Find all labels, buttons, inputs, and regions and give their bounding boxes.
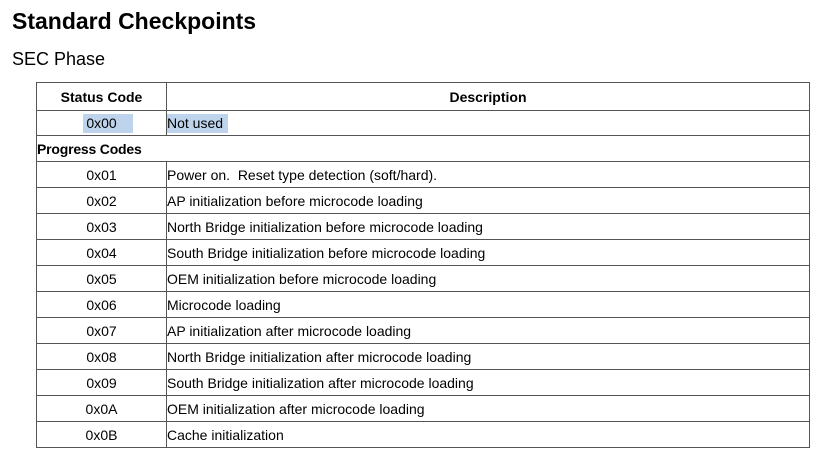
table-row: 0x01 Power on. Reset type detection (sof… [36, 161, 810, 188]
status-code-cell: 0x09 [36, 369, 167, 396]
description-cell: Cache initialization [166, 421, 810, 448]
selected-text-description: Not used [167, 113, 229, 133]
page-title: Standard Checkpoints [12, 8, 257, 34]
status-code-cell: 0x02 [36, 187, 167, 214]
description-cell: AP initialization before microcode loadi… [166, 187, 810, 214]
description-cell: Not used [166, 110, 810, 136]
status-code-cell: 0x0B [36, 421, 167, 448]
table-row: 0x02 AP initialization before microcode … [36, 187, 810, 214]
status-code-cell: 0x07 [36, 317, 167, 344]
description-cell: North Bridge initialization before micro… [166, 213, 810, 240]
table-section-row: Progress Codes [36, 135, 810, 162]
status-code-cell: 0x01 [36, 161, 167, 188]
table-row: 0x06 Microcode loading [36, 291, 810, 318]
status-code-cell: 0x04 [36, 239, 167, 266]
table-row: 0x0A OEM initialization after microcode … [36, 395, 810, 422]
table-row: 0x05 OEM initialization before microcode… [36, 265, 810, 292]
section-subtitle: SEC Phase [12, 49, 106, 69]
status-code-cell: 0x06 [36, 291, 167, 318]
status-code-cell: 0x00 [36, 110, 167, 136]
table-row: 0x08 North Bridge initialization after m… [36, 343, 810, 370]
description-cell: South Bridge initialization before micro… [166, 239, 810, 266]
status-code-cell: 0x0A [36, 395, 167, 422]
status-code-cell: 0x08 [36, 343, 167, 370]
status-code-cell: 0x05 [36, 265, 167, 292]
description-cell: Microcode loading [166, 291, 810, 318]
description-cell: South Bridge initialization after microc… [166, 369, 810, 396]
table-row: 0x09 South Bridge initialization after m… [36, 369, 810, 396]
description-cell: OEM initialization after microcode loadi… [166, 395, 810, 422]
status-code-cell: 0x03 [36, 213, 167, 240]
description-cell: OEM initialization before microcode load… [166, 265, 810, 292]
checkpoints-table: Status Code Description 0x00 Not used Pr… [36, 82, 810, 448]
column-header-status-code: Status Code [36, 82, 167, 111]
table-header-row: Status Code Description [36, 82, 810, 111]
table-row: 0x0B Cache initialization [36, 421, 810, 448]
description-cell: Power on. Reset type detection (soft/har… [166, 161, 810, 188]
description-cell: AP initialization after microcode loadin… [166, 317, 810, 344]
description-cell: North Bridge initialization after microc… [166, 343, 810, 370]
selected-text-code: 0x00 [83, 113, 133, 133]
column-header-description: Description [166, 82, 810, 111]
table-row: 0x07 AP initialization after microcode l… [36, 317, 810, 344]
table-row: 0x04 South Bridge initialization before … [36, 239, 810, 266]
table-row-selected: 0x00 Not used [36, 110, 810, 136]
section-label: Progress Codes [36, 135, 810, 162]
table-row: 0x03 North Bridge initialization before … [36, 213, 810, 240]
